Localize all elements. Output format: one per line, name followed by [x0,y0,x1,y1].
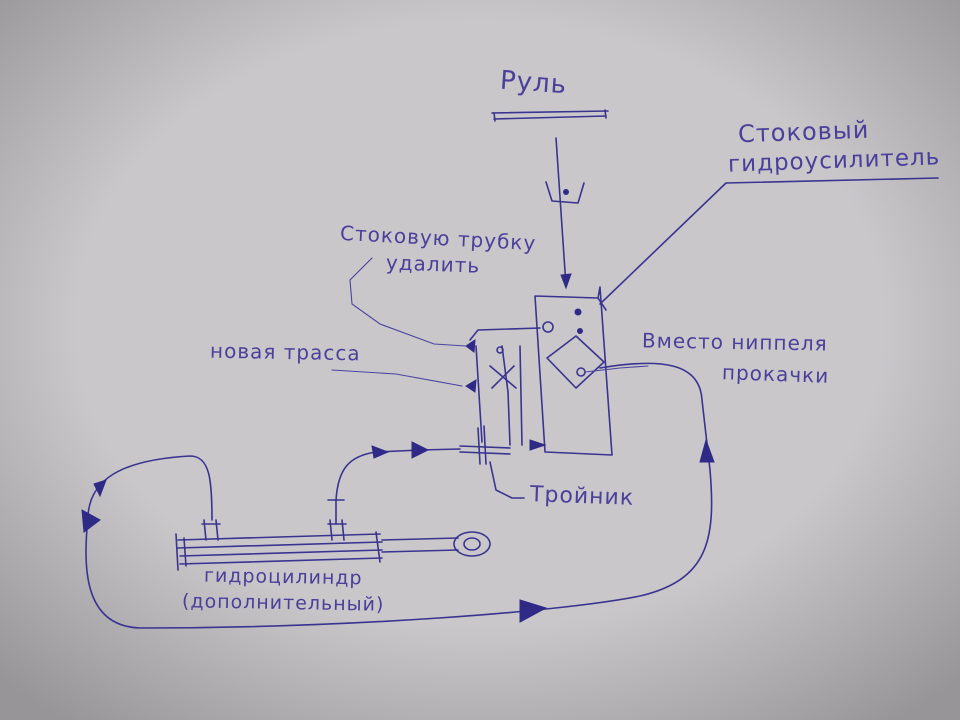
remove-tube-label-line2: удалить [386,250,481,277]
tee-label: Тройник [530,482,635,511]
cylinder-label-line1: гидроцилиндр [204,565,363,590]
new-route-label: новая трасса [210,339,361,366]
cylinder-label-line2: (дополнительный) [182,590,385,616]
bleed-label-line2: прокачки [722,360,830,388]
steering-label: Руль [499,66,568,101]
port-dot-2 [578,329,583,334]
power-steering-label-line1: Стоковый [738,116,870,149]
port-dot-1 [575,309,581,315]
shaft-joint-dot [564,190,569,195]
bleed-label-line1: Вместо ниппеля [642,328,828,355]
